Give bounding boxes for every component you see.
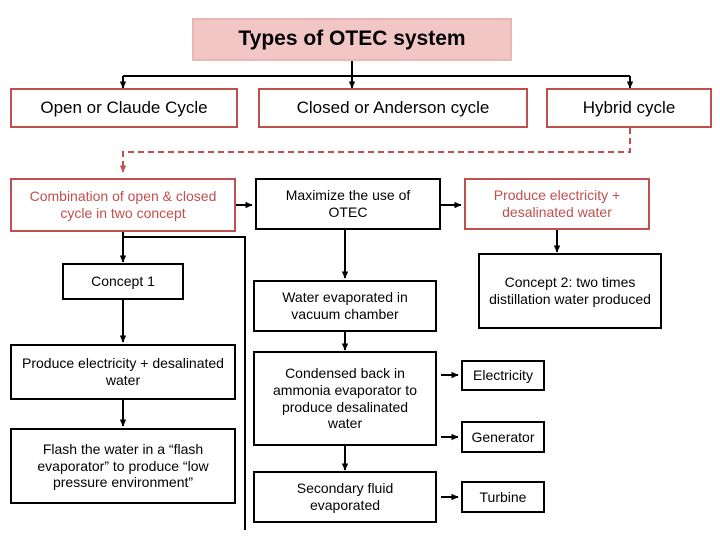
node-combination: Combination of open & closed cycle in tw… (10, 178, 236, 232)
node-generator-label: Generator (471, 428, 535, 445)
node-title: Types of OTEC system (192, 18, 512, 61)
node-turbine-label: Turbine (479, 488, 527, 505)
node-combination-label: Combination of open & closed cycle in tw… (29, 188, 217, 221)
node-produce-electricity-bottom-label: Produce electricity + desalinated water (22, 355, 224, 388)
node-concept-1: Concept 1 (62, 263, 184, 300)
node-closed-anderson-cycle-label: Closed or Anderson cycle (296, 97, 490, 117)
node-water-evaporated: Water evaporated in vacuum chamber (253, 280, 437, 332)
node-flash-evaporator-label: Flash the water in a “flash evaporator” … (37, 441, 209, 491)
node-open-claude-cycle-label: Open or Claude Cycle (40, 97, 208, 117)
node-concept-1-label: Concept 1 (91, 273, 155, 290)
node-produce-electricity-desalinated-water-bottom: Produce electricity + desalinated water (10, 344, 236, 400)
node-concept-2-label: Concept 2: two times distillation water … (489, 274, 651, 307)
node-closed-anderson-cycle: Closed or Anderson cycle (258, 88, 528, 128)
node-title-label: Types of OTEC system (238, 27, 466, 51)
node-hybrid-cycle-label: Hybrid cycle (582, 97, 676, 117)
node-maximize-otec: Maximize the use of OTEC (255, 178, 441, 230)
node-produce-electricity-top-label: Produce electricity + desalinated water (493, 187, 621, 220)
node-hybrid-cycle: Hybrid cycle (546, 88, 712, 128)
node-electricity: Electricity (461, 360, 545, 391)
node-secondary-fluid-evaporated: Secondary fluid evaporated (253, 471, 437, 523)
node-condensed-ammonia-evaporator: Condensed back in ammonia evaporator to … (253, 351, 437, 446)
node-water-evaporated-label: Water evaporated in vacuum chamber (282, 289, 408, 322)
node-generator: Generator (461, 421, 545, 453)
node-maximize-otec-label: Maximize the use of OTEC (285, 187, 411, 220)
node-condensed-label: Condensed back in ammonia evaporator to … (273, 365, 417, 432)
node-secondary-fluid-label: Secondary fluid evaporated (296, 480, 394, 513)
node-concept-2: Concept 2: two times distillation water … (478, 253, 662, 329)
node-electricity-label: Electricity (473, 367, 533, 384)
node-turbine: Turbine (461, 481, 545, 513)
node-open-claude-cycle: Open or Claude Cycle (10, 88, 238, 128)
node-produce-electricity-desalinated-water-top: Produce electricity + desalinated water (464, 178, 650, 230)
node-flash-evaporator: Flash the water in a “flash evaporator” … (10, 428, 236, 504)
